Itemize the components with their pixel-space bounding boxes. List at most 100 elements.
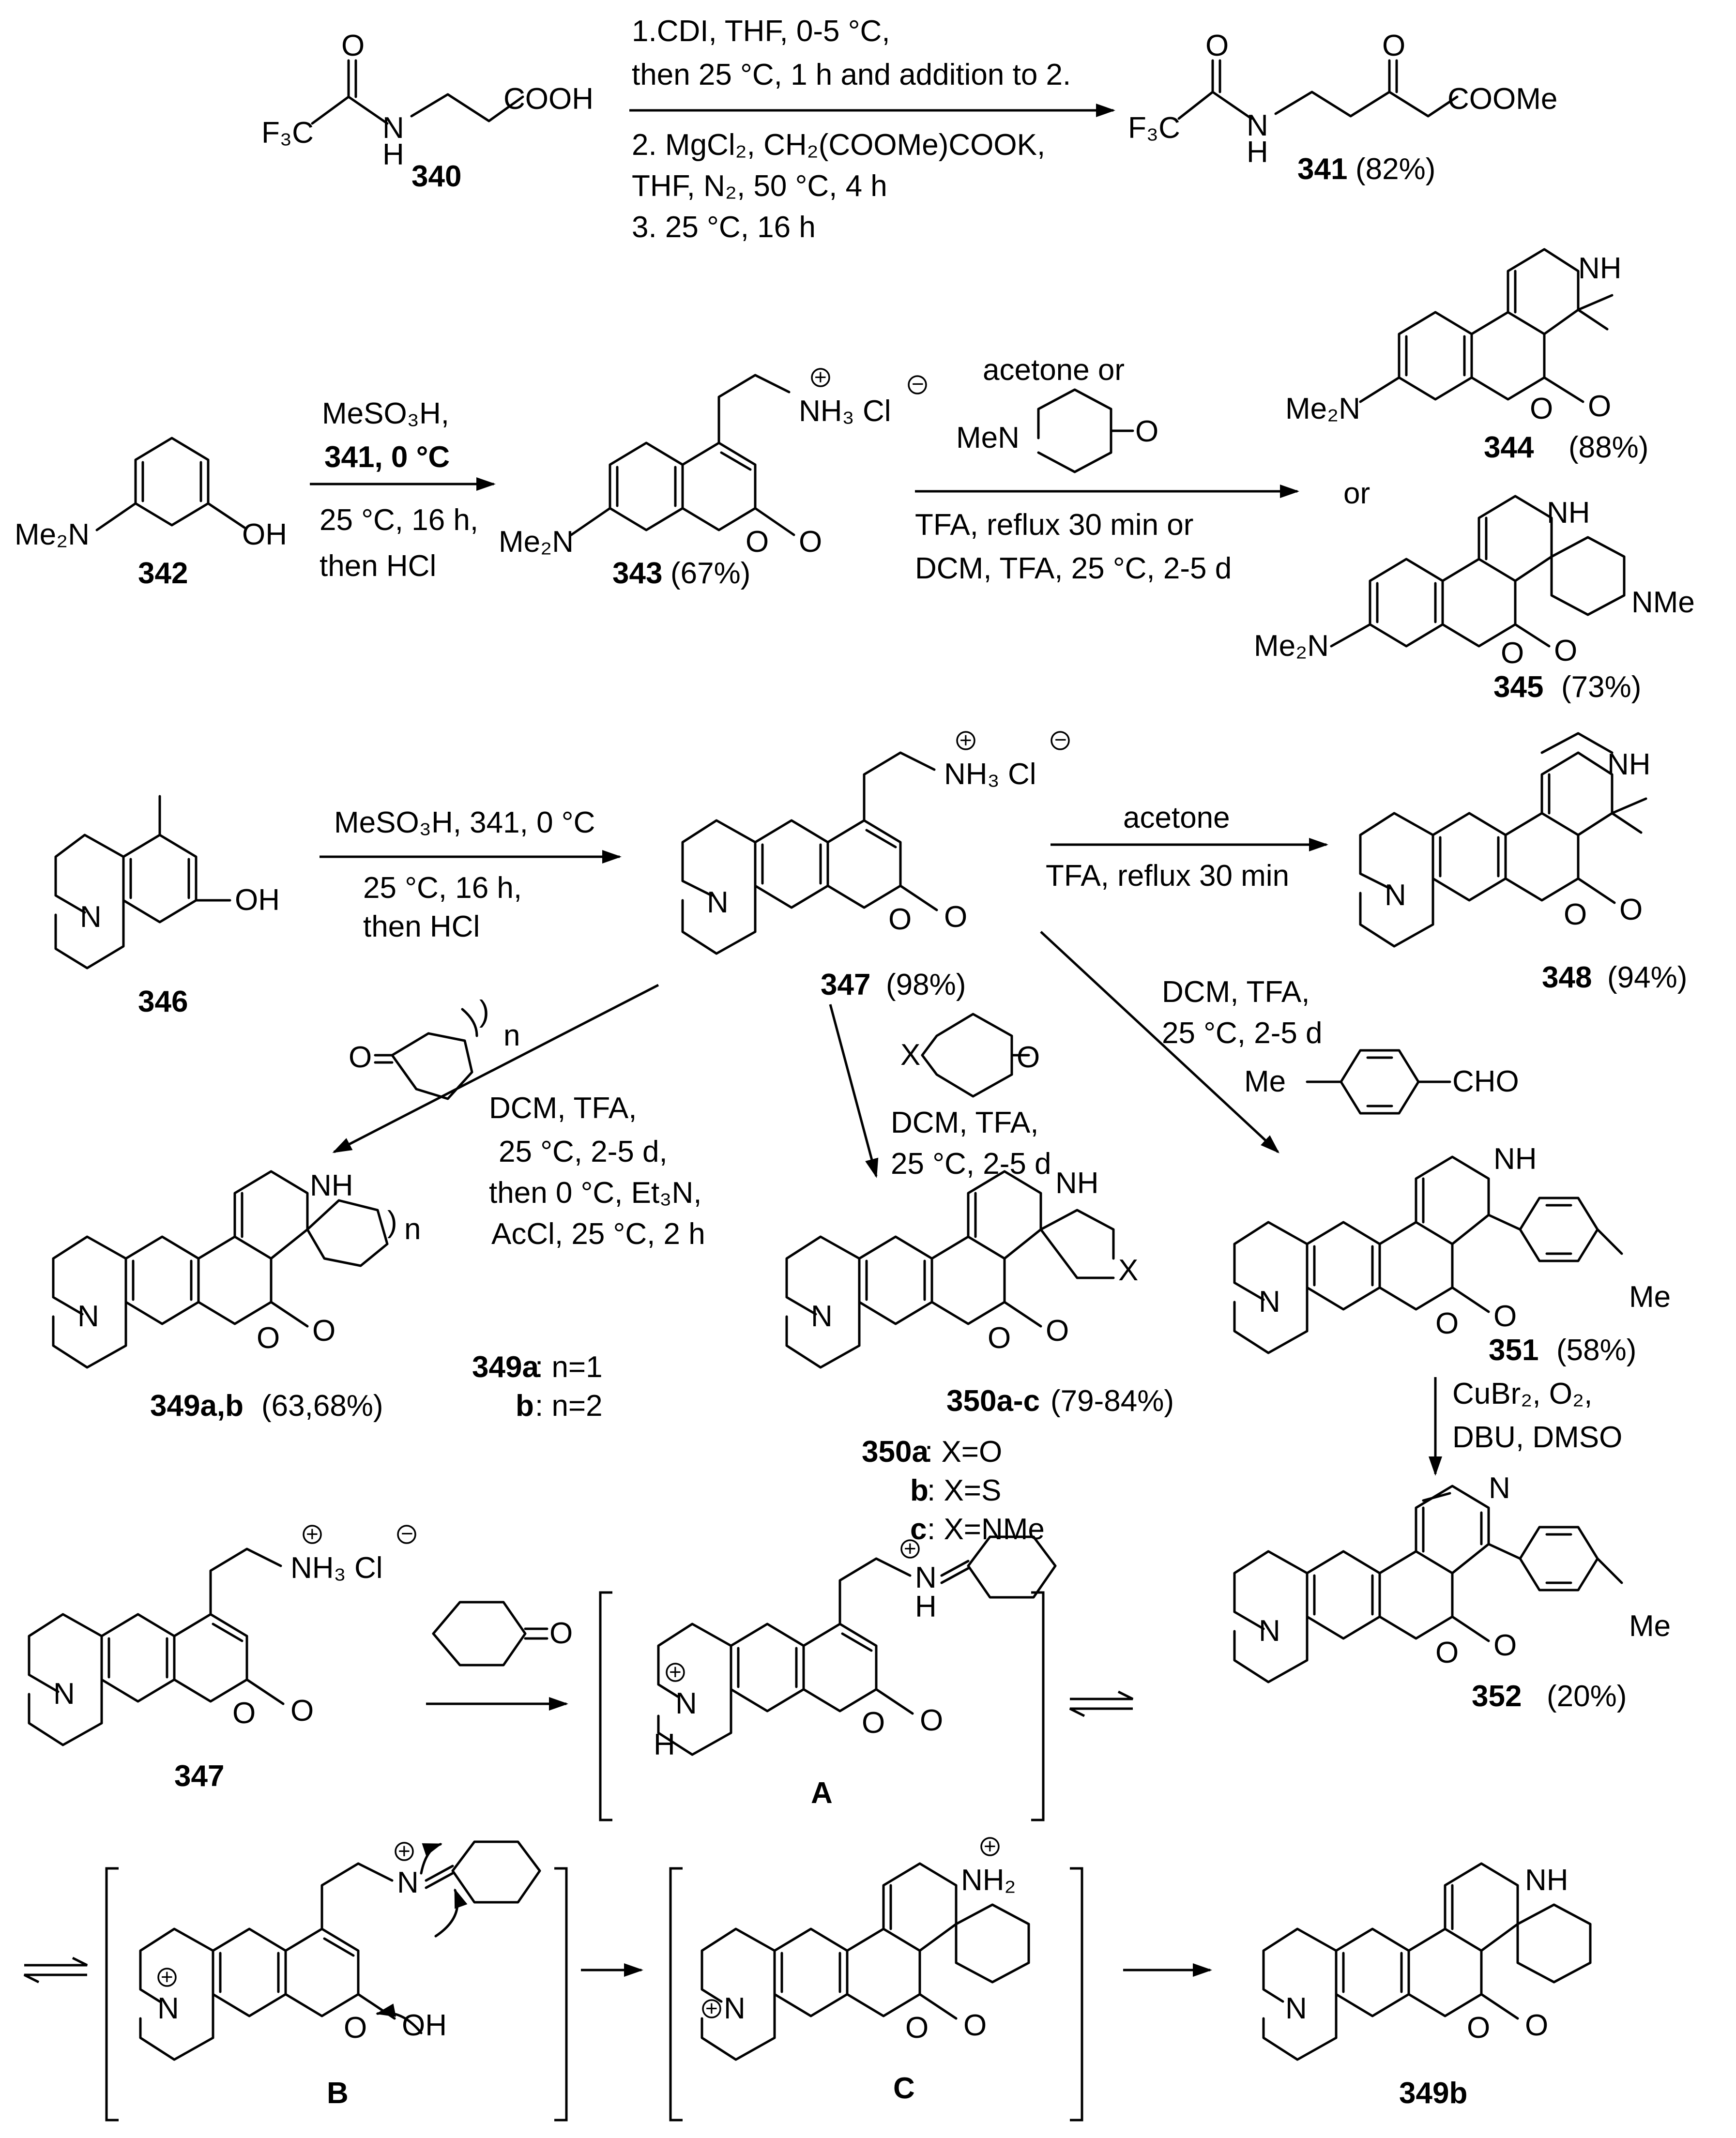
me-label: Me <box>1244 1065 1286 1098</box>
r1-line4: THF, N₂, 50 °C, 4 h <box>632 169 887 203</box>
ring-c <box>700 1862 1030 2061</box>
intermediate-b: N + O OH N + B <box>139 1839 541 2110</box>
r3-line1: TFA, reflux 30 min or <box>915 508 1193 542</box>
plus-charge-n <box>666 1663 685 1682</box>
plus-charge-imine <box>900 1539 920 1559</box>
r4-line3: then HCl <box>363 910 480 943</box>
plus-sign-n: + <box>705 1997 718 2020</box>
compound-344: Me₂N O O NH 344 (88%) <box>1285 248 1648 464</box>
label-349a: 349a <box>472 1350 539 1384</box>
bonds-340b <box>410 93 524 122</box>
x-label: X <box>900 1038 920 1072</box>
bond-343n <box>570 507 611 536</box>
ring-piperidone <box>1037 388 1134 473</box>
ring-345 <box>1369 495 1626 648</box>
oh-label: OH <box>242 518 287 551</box>
def-350b: : X=S <box>927 1474 1001 1507</box>
f3c-label: F₃C <box>1128 111 1180 145</box>
o-ring-label: O <box>888 903 912 936</box>
o-ring-label: O <box>1530 392 1553 425</box>
r3-top: acetone or <box>983 353 1125 387</box>
plus-charge-n <box>702 1999 721 2018</box>
compound-349ab: N O O NH ) n 349a : n=1 349a,b (63,68%) … <box>52 1169 603 1423</box>
compound-342: Me₂N OH 342 <box>15 437 287 590</box>
r9-line1: CuBr₂, O₂, <box>1452 1377 1592 1410</box>
equilibrium-arrow-2 <box>23 1956 88 1984</box>
o-ring-label: O <box>746 525 769 559</box>
plus-sign: + <box>814 365 827 389</box>
r6-line1: DCM, TFA, <box>1162 975 1310 1009</box>
n-label: N <box>1285 1992 1307 2025</box>
label-343: 343 <box>612 557 662 590</box>
cooh-label: COOH <box>503 82 594 116</box>
minus-sign: − <box>401 1522 413 1546</box>
coome-label: COOMe <box>1447 82 1557 116</box>
n-subscript: n <box>503 1019 520 1052</box>
h-label: H <box>382 138 404 171</box>
o-label: O <box>1554 634 1577 667</box>
ring-b <box>139 1840 541 2061</box>
n-label: N <box>80 900 102 934</box>
label-350ac: 350a-c <box>946 1384 1040 1418</box>
ring-a <box>657 1535 1057 1756</box>
intermediate-a: N H + O O N H + A <box>654 1535 1057 1810</box>
n-label: N <box>1385 879 1406 912</box>
r1-line5: 3. 25 °C, 16 h <box>632 211 816 244</box>
ring-350ac <box>785 1170 1115 1369</box>
paren-label: ) <box>387 1205 397 1239</box>
o-ring-label: O <box>905 2011 929 2045</box>
n-imine-label: N <box>915 1561 937 1594</box>
f3c-label: F₃C <box>261 116 314 150</box>
label-348: 348 <box>1542 961 1592 994</box>
nme-label: NMe <box>1631 586 1695 619</box>
minus-sign: − <box>1054 728 1067 752</box>
yield-350ac: (79-84%) <box>1051 1384 1174 1418</box>
arrow-r8 <box>829 1004 879 1178</box>
yield-348: (94%) <box>1607 961 1687 994</box>
cho-label: CHO <box>1452 1065 1519 1098</box>
n-label: N <box>382 111 404 145</box>
o-ring-label: O <box>862 1706 885 1740</box>
plus-charge <box>303 1525 322 1544</box>
bond-co <box>754 507 795 536</box>
curved-arrow-3 <box>420 1843 442 1875</box>
label-342: 342 <box>138 557 188 590</box>
bonds-342 <box>95 502 246 531</box>
r4-line2: 25 °C, 16 h, <box>363 871 522 905</box>
n-label: N <box>707 886 729 919</box>
o-label: O <box>1017 1041 1040 1074</box>
bracket-left-a <box>599 1591 612 1821</box>
compound-341: F₃C O N H O COOMe 341 (82%) <box>1128 29 1557 186</box>
plus-sign: + <box>306 1522 319 1546</box>
bracket-left-b <box>105 1867 119 2122</box>
r1-line1: 1.CDI, THF, 0-5 °C, <box>632 15 890 48</box>
paren-bracket <box>461 1008 478 1037</box>
bonds-341b <box>1274 59 1459 118</box>
bonds-345 <box>1330 623 1551 648</box>
r5-line2: TFA, reflux 30 min <box>1046 859 1289 893</box>
n-label: N <box>77 1300 99 1333</box>
ring-349b <box>1262 1862 1592 2061</box>
nh-label: NH <box>1493 1142 1537 1176</box>
n-label: N <box>675 1687 697 1720</box>
nh3cl-label: NH₃ Cl <box>944 758 1036 791</box>
o-ring-label: O <box>1501 637 1524 670</box>
yield-351: (58%) <box>1556 1334 1636 1367</box>
ring-351 <box>1233 1155 1623 1354</box>
o-label: O <box>1525 2009 1548 2042</box>
label-347: 347 <box>821 968 870 1001</box>
n-label: ) <box>479 995 489 1028</box>
r8-line1: DCM, TFA, <box>891 1106 1038 1139</box>
r7-line4: AcCl, 25 °C, 2 h <box>491 1217 705 1251</box>
ring-343 <box>609 374 791 531</box>
oh-label: OH <box>235 883 280 917</box>
intermediate-c: N + O O NH₂ + C <box>700 1835 1030 2105</box>
n-label: N <box>811 1300 833 1333</box>
plus-sign-nh2: + <box>984 1835 996 1858</box>
compound-350ac: N O O NH X 350a-c (79-84%) 350a : X=O b … <box>785 1167 1174 1546</box>
o-label: O <box>1382 29 1405 62</box>
yield-347: (98%) <box>886 968 966 1001</box>
compound-345: Me₂N O O NH NMe 345 (73%) <box>1254 495 1695 704</box>
r9-line2: DBU, DMSO <box>1452 1421 1622 1454</box>
ring-tolualdehyde <box>1306 1049 1451 1115</box>
